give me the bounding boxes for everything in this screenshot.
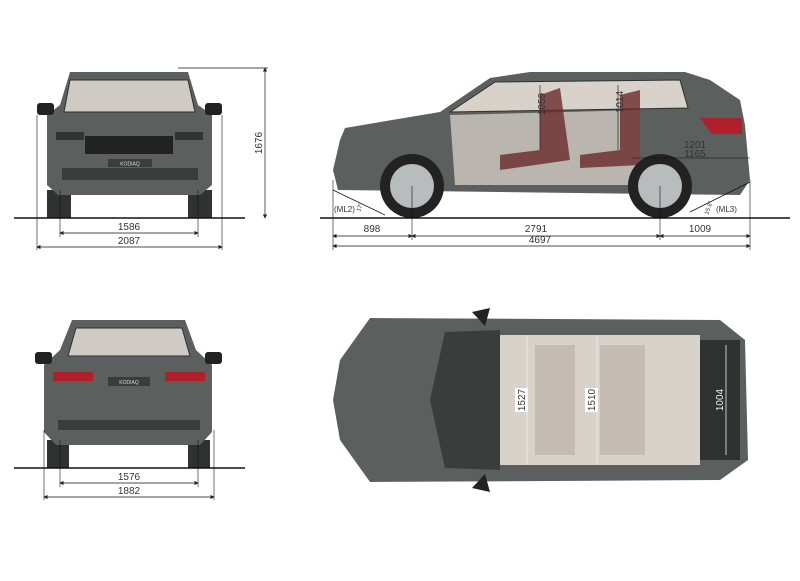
tail-light xyxy=(700,118,742,134)
wheelbase-label: 2791 xyxy=(525,224,548,235)
front-lower-intake xyxy=(62,168,198,180)
rear-width-label: 1882 xyxy=(118,486,141,497)
departure-code: (ML3) xyxy=(716,205,737,214)
rear-badge-plate xyxy=(108,377,150,386)
departure-angle: 15.6° xyxy=(704,200,715,216)
rear-badge: KODIAQ xyxy=(119,380,139,386)
side-view xyxy=(333,72,750,218)
front-headroom-label: 1059 xyxy=(537,92,548,115)
length-label: 4697 xyxy=(529,235,552,246)
front-interior-width-label: 1527 xyxy=(517,388,528,411)
front-track-label: 1586 xyxy=(118,222,141,233)
load-length-lower-label: 1165 xyxy=(684,149,706,160)
front-badge-plate xyxy=(108,159,152,167)
top-left-mirror xyxy=(472,308,490,326)
rear-right-mirror xyxy=(205,352,222,364)
top-rear-seats xyxy=(600,345,645,455)
rear-left-mirror xyxy=(35,352,52,364)
rear-left-tire xyxy=(47,440,69,468)
front-width-label: 2087 xyxy=(118,236,141,247)
rear-window xyxy=(67,327,191,357)
rear-right-light xyxy=(165,372,205,381)
front-seat xyxy=(500,88,570,170)
rear-right-tire xyxy=(188,440,210,468)
rear-left-light xyxy=(53,372,93,381)
top-windshield xyxy=(430,330,500,470)
front-windshield xyxy=(63,79,196,113)
top-right-mirror xyxy=(472,474,490,492)
rear-track-label: 1576 xyxy=(118,472,141,483)
front-dimensions xyxy=(14,67,268,250)
approach-angle-line xyxy=(332,189,386,216)
rear-seat xyxy=(580,90,640,168)
front-grille xyxy=(85,136,173,154)
right-headlight xyxy=(175,132,203,140)
rear-headroom-label: 1014 xyxy=(615,90,626,113)
top-view xyxy=(333,308,748,492)
rear-overhang-label: 1009 xyxy=(689,224,712,235)
rear-interior-width-label: 1510 xyxy=(587,388,598,411)
departure-angle-line xyxy=(689,181,751,213)
front-view: KODIAQ xyxy=(37,72,222,218)
left-mirror xyxy=(37,103,54,115)
top-front-seats xyxy=(535,345,575,455)
boot-width-label: 1004 xyxy=(715,388,726,411)
side-dimensions xyxy=(320,85,790,250)
rear-bumper xyxy=(58,420,200,430)
front-badge: KODIAQ xyxy=(120,162,140,168)
height-label: 1676 xyxy=(254,131,265,154)
front-overhang-label: 898 xyxy=(364,224,381,235)
left-headlight xyxy=(56,132,84,140)
rear-dimensions xyxy=(14,430,245,500)
right-mirror xyxy=(205,103,222,115)
approach-angle: 17° xyxy=(356,202,365,213)
top-boot xyxy=(700,340,740,460)
rear-view: KODIAQ xyxy=(35,320,222,468)
load-length-upper-label: 1201 xyxy=(684,140,707,151)
approach-code: (ML2) xyxy=(334,205,355,214)
